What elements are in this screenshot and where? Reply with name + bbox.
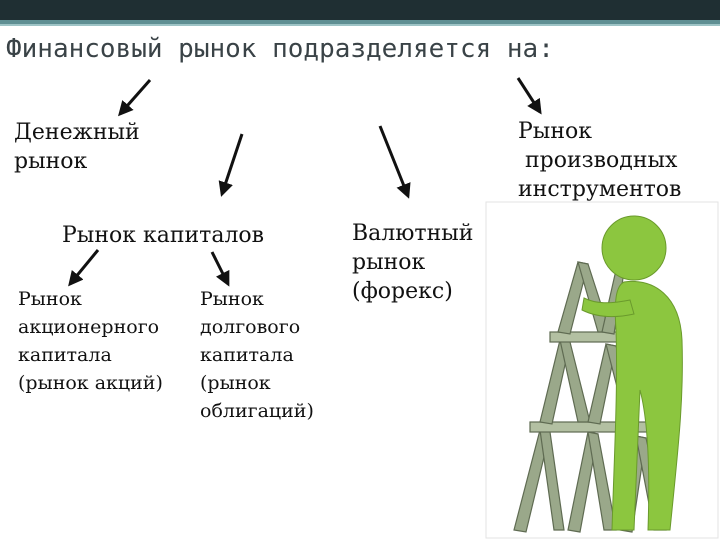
header-accent (0, 20, 720, 24)
arrow-icon (118, 79, 152, 117)
arrow-icon (516, 77, 542, 115)
header-stripe (0, 24, 720, 26)
derivatives-market-label: Рынок производных инструментов (518, 119, 682, 202)
money-house-illustration (484, 200, 720, 540)
slide-title: Финансовый рынок подразделяется на: (6, 34, 554, 64)
green-figure-icon (581, 215, 683, 531)
arrow-icon (68, 249, 100, 287)
header-bar (0, 0, 720, 20)
arrow-icon (210, 251, 230, 287)
debt-market-label: Рынок долгового капитала (рынок облигаци… (200, 288, 314, 422)
capital-market-label: Рынок капиталов (62, 223, 265, 248)
forex-market-label: Валютный рынок (форекс) (352, 221, 474, 304)
money-market-label: Денежный рынок (14, 120, 140, 174)
arrow-icon (378, 125, 411, 199)
equity-market-label: Рынок акционерного капитала (рынок акций… (18, 288, 163, 394)
arrow-icon (218, 133, 244, 197)
